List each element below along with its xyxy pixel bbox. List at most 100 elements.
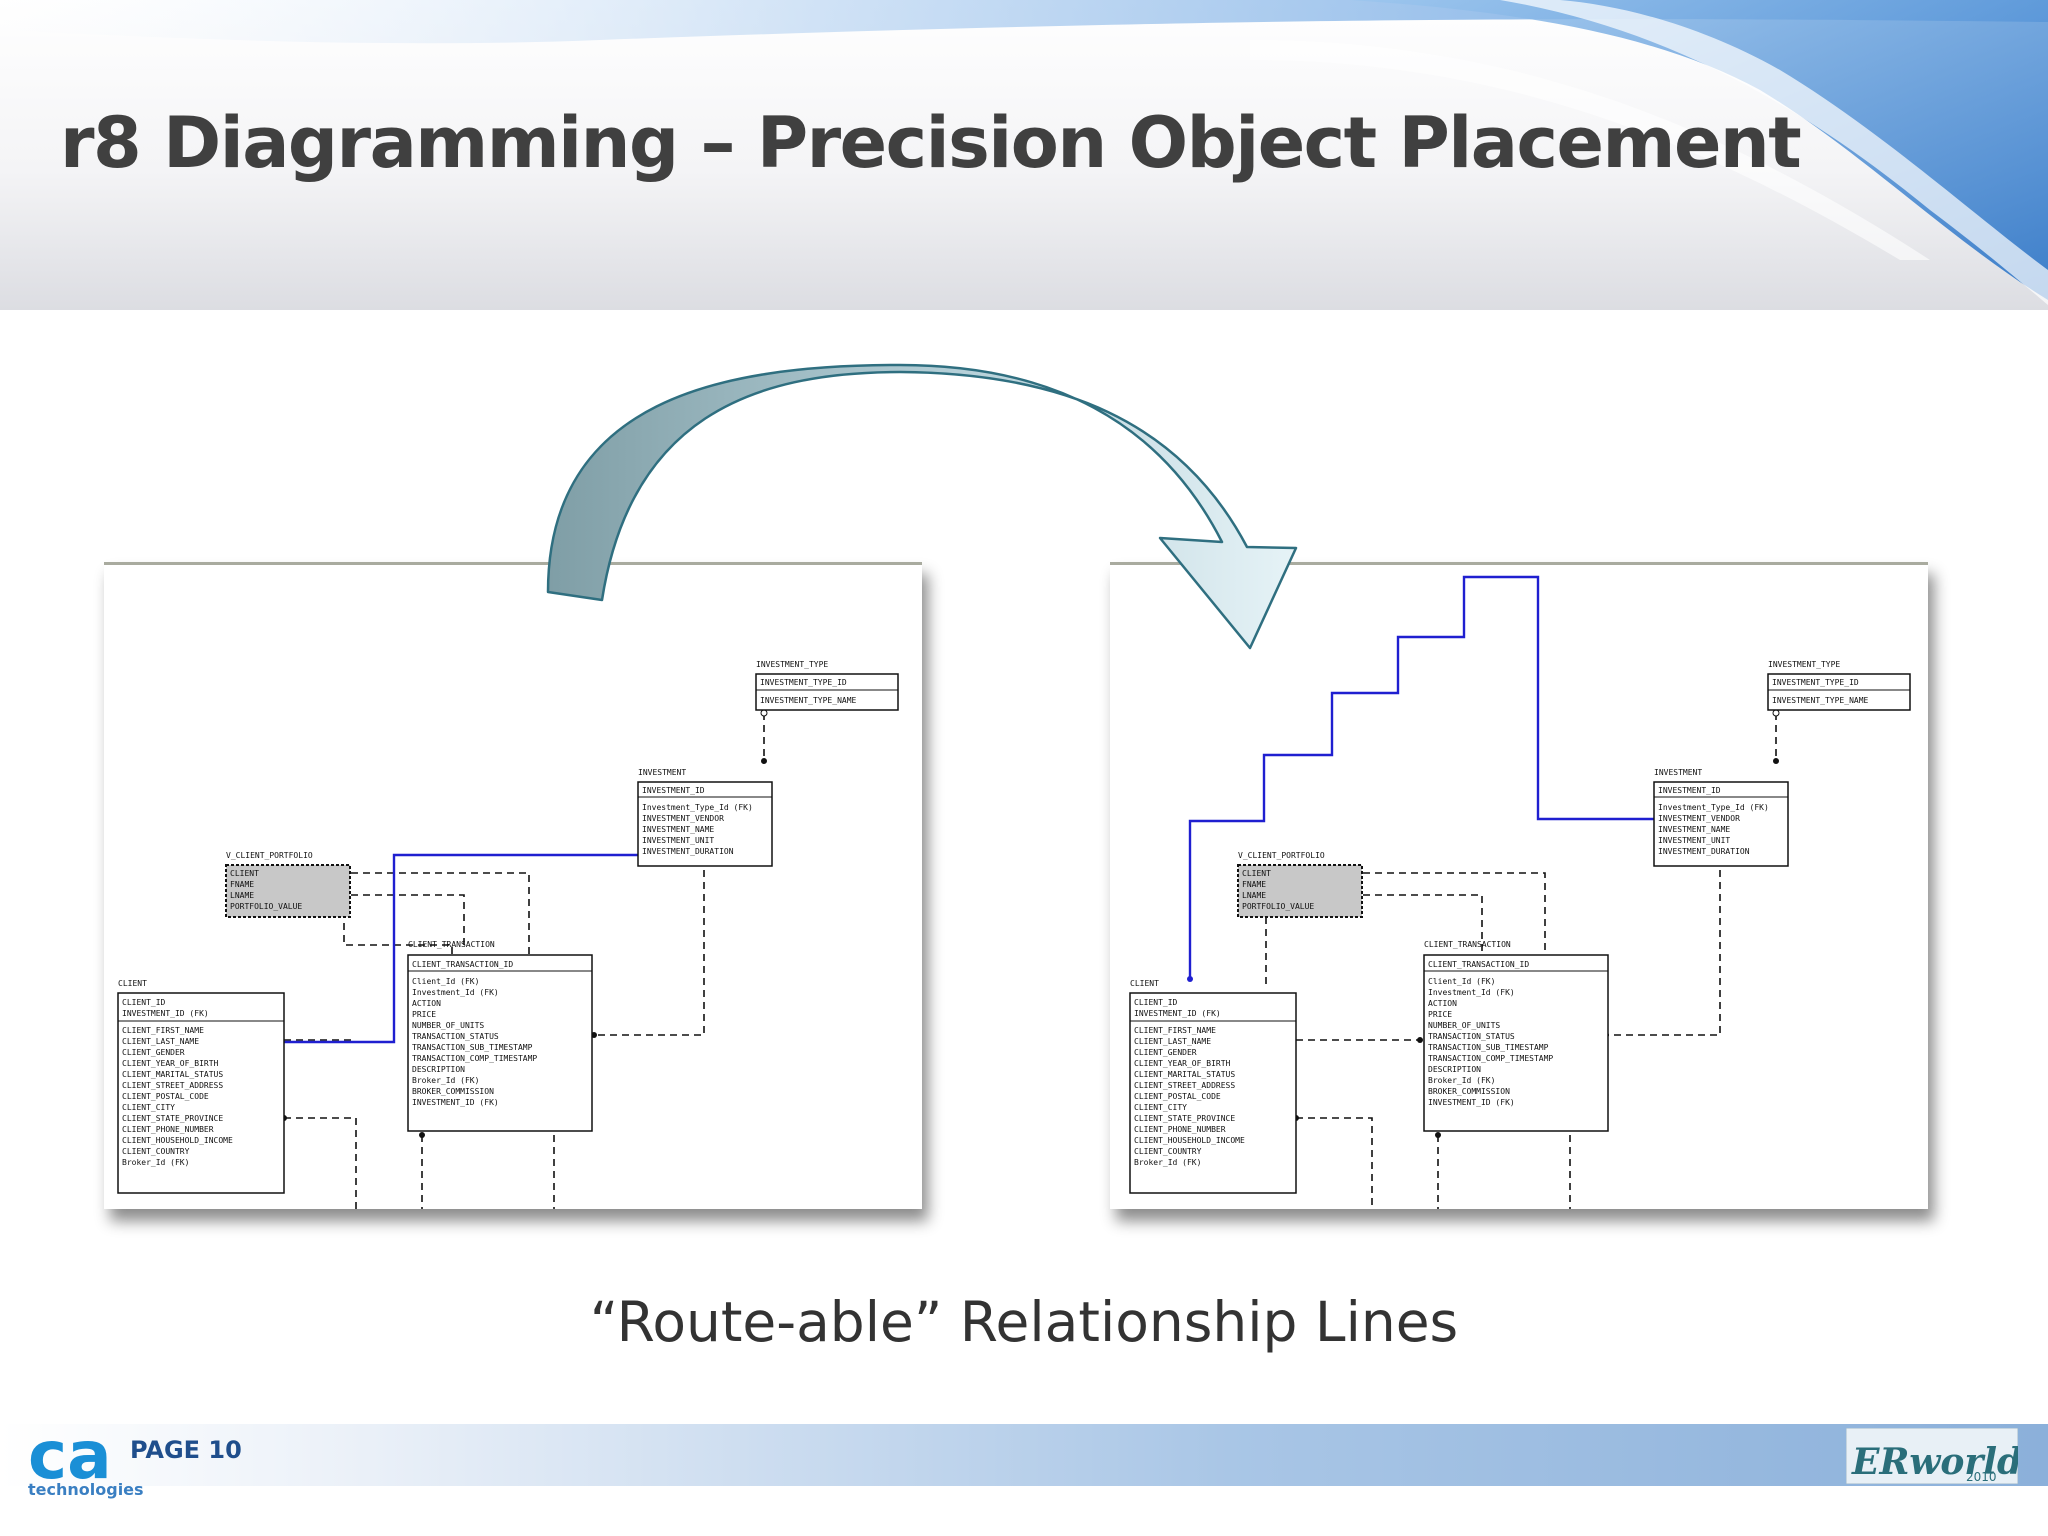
attr-view-line: FNAME (1242, 880, 1266, 889)
attr-view-line: FNAME (230, 880, 254, 889)
ca-logo-text: ca (28, 1420, 112, 1490)
attr-investment-line: INVESTMENT_UNIT (642, 836, 714, 845)
attr-ct-line: Investment_Id (FK) (1428, 988, 1515, 997)
attr-client-line: CLIENT_HOUSEHOLD_INCOME (122, 1136, 233, 1145)
attr-client-transaction-id: CLIENT_TRANSACTION_ID (412, 960, 513, 969)
attr-client-line: CLIENT_GENDER (1134, 1048, 1197, 1057)
attr-client-line: CLIENT_POSTAL_CODE (1134, 1092, 1221, 1101)
attr-client-key: CLIENT_ID (122, 998, 166, 1007)
attr-investment-type-name: INVESTMENT_TYPE_NAME (1772, 696, 1869, 705)
attr-ct-line: DESCRIPTION (1428, 1065, 1481, 1074)
attr-ct-line: Client_Id (FK) (1428, 977, 1495, 986)
entity-title-v-client-portfolio: V_CLIENT_PORTFOLIO (1238, 851, 1325, 860)
attr-client-line: Broker_Id (FK) (122, 1158, 189, 1167)
entity-title-investment-type: INVESTMENT_TYPE (756, 660, 828, 669)
attr-ct-line: ACTION (1428, 999, 1457, 1008)
page-number: PAGE 10 (130, 1436, 242, 1464)
attr-ct-line: PRICE (412, 1010, 436, 1019)
entity-title-investment-type: INVESTMENT_TYPE (1768, 660, 1840, 669)
attr-ct-line: NUMBER_OF_UNITS (1428, 1021, 1500, 1030)
attr-ct-line: TRANSACTION_COMP_TIMESTAMP (412, 1054, 537, 1063)
attr-client-line: CLIENT_CITY (122, 1103, 175, 1112)
attr-client-line: Broker_Id (FK) (1134, 1158, 1201, 1167)
attr-ct-line: Investment_Id (FK) (412, 988, 499, 997)
attr-view-line: CLIENT (230, 869, 259, 878)
entity-title-client-transaction: CLIENT_TRANSACTION (1424, 940, 1511, 949)
attr-ct-line: BROKER_COMMISSION (1428, 1087, 1510, 1096)
attr-investment-line: INVESTMENT_NAME (642, 825, 714, 834)
entity-title-investment: INVESTMENT (638, 768, 686, 777)
attr-investment-line: INVESTMENT_NAME (1658, 825, 1730, 834)
entity-title-investment: INVESTMENT (1654, 768, 1702, 777)
attr-client-line: CLIENT_GENDER (122, 1048, 185, 1057)
attr-investment-line: Investment_Type_Id (FK) (642, 803, 753, 812)
attr-ct-line: TRANSACTION_SUB_TIMESTAMP (1428, 1043, 1549, 1052)
attr-ct-line: Broker_Id (FK) (1428, 1076, 1495, 1085)
ca-logo-subtitle: technologies (28, 1480, 144, 1499)
attr-client-line: CLIENT_CITY (1134, 1103, 1187, 1112)
attr-client-line: CLIENT_MARITAL_STATUS (1134, 1070, 1235, 1079)
entity-title-client-transaction: CLIENT_TRANSACTION (408, 940, 495, 949)
attr-view-line: LNAME (230, 891, 254, 900)
attr-client-line: CLIENT_MARITAL_STATUS (122, 1070, 223, 1079)
attr-ct-line: Client_Id (FK) (412, 977, 479, 986)
attr-client-line: CLIENT_STATE_PROVINCE (1134, 1114, 1235, 1123)
attr-client-key: INVESTMENT_ID (FK) (1134, 1009, 1221, 1018)
attr-client-line: CLIENT_LAST_NAME (122, 1037, 199, 1046)
attr-investment-id: INVESTMENT_ID (642, 786, 705, 795)
attr-investment-line: INVESTMENT_DURATION (1658, 847, 1750, 856)
attr-client-line: CLIENT_FIRST_NAME (122, 1026, 204, 1035)
attr-investment-line: Investment_Type_Id (FK) (1658, 803, 1769, 812)
footer-bar (0, 1424, 2048, 1486)
attr-client-line: CLIENT_PHONE_NUMBER (1134, 1125, 1226, 1134)
entity-title-client: CLIENT (1130, 979, 1159, 988)
attr-view-line: PORTFOLIO_VALUE (1242, 902, 1314, 911)
attr-investment-line: INVESTMENT_VENDOR (1658, 814, 1740, 823)
attr-ct-line: Broker_Id (FK) (412, 1076, 479, 1085)
diagram-before-panel: INVESTMENT_TYPE INVESTMENT_TYPE_ID INVES… (104, 562, 922, 1209)
attr-ct-line: INVESTMENT_ID (FK) (412, 1098, 499, 1107)
diagram-after-panel: INVESTMENT_TYPE INVESTMENT_TYPE_ID INVES… (1110, 562, 1928, 1209)
attr-view-line: CLIENT (1242, 869, 1271, 878)
attr-client-line: CLIENT_COUNTRY (122, 1147, 190, 1156)
entity-title-v-client-portfolio: V_CLIENT_PORTFOLIO (226, 851, 313, 860)
attr-ct-line: NUMBER_OF_UNITS (412, 1021, 484, 1030)
attr-client-line: CLIENT_COUNTRY (1134, 1147, 1202, 1156)
attr-client-key: CLIENT_ID (1134, 998, 1178, 1007)
attr-ct-line: TRANSACTION_STATUS (412, 1032, 499, 1041)
attr-ct-line: TRANSACTION_STATUS (1428, 1032, 1515, 1041)
attr-investment-id: INVESTMENT_ID (1658, 786, 1721, 795)
attr-ct-line: PRICE (1428, 1010, 1452, 1019)
attr-investment-line: INVESTMENT_DURATION (642, 847, 734, 856)
attr-investment-type-id: INVESTMENT_TYPE_ID (1772, 678, 1859, 687)
diagram-before: INVESTMENT_TYPE INVESTMENT_TYPE_ID INVES… (117, 660, 899, 1209)
attr-investment-line: INVESTMENT_VENDOR (642, 814, 724, 823)
entity-title-client: CLIENT (118, 979, 147, 988)
attr-client-line: CLIENT_STREET_ADDRESS (122, 1081, 223, 1090)
attr-ct-line: ACTION (412, 999, 441, 1008)
erworld-logo: ERworld 2010 (1846, 1428, 2018, 1484)
erworld-logo-year: 2010 (1966, 1470, 1997, 1484)
attr-client-line: CLIENT_HOUSEHOLD_INCOME (1134, 1136, 1245, 1145)
attr-client-line: CLIENT_STATE_PROVINCE (122, 1114, 223, 1123)
attr-ct-line: TRANSACTION_COMP_TIMESTAMP (1428, 1054, 1553, 1063)
attr-ct-line: BROKER_COMMISSION (412, 1087, 494, 1096)
attr-ct-line: INVESTMENT_ID (FK) (1428, 1098, 1515, 1107)
attr-client-line: CLIENT_FIRST_NAME (1134, 1026, 1216, 1035)
ca-logo: ca (28, 1420, 112, 1490)
attr-investment-type-id: INVESTMENT_TYPE_ID (760, 678, 847, 687)
attr-investment-type-name: INVESTMENT_TYPE_NAME (760, 696, 857, 705)
attr-view-line: LNAME (1242, 891, 1266, 900)
attr-client-line: CLIENT_LAST_NAME (1134, 1037, 1211, 1046)
attr-client-transaction-id: CLIENT_TRANSACTION_ID (1428, 960, 1529, 969)
attr-client-line: CLIENT_YEAR_OF_BIRTH (122, 1059, 219, 1068)
attr-client-line: CLIENT_POSTAL_CODE (122, 1092, 209, 1101)
attr-client-line: CLIENT_YEAR_OF_BIRTH (1134, 1059, 1231, 1068)
header-banner (0, 0, 2048, 310)
attr-ct-line: TRANSACTION_SUB_TIMESTAMP (412, 1043, 533, 1052)
footer: ca technologies PAGE 10 ERworld 2010 (0, 1420, 2048, 1536)
attr-investment-line: INVESTMENT_UNIT (1658, 836, 1730, 845)
diagram-after: INVESTMENT_TYPE INVESTMENT_TYPE_ID INVES… (1129, 575, 1911, 1209)
attr-client-key: INVESTMENT_ID (FK) (122, 1009, 209, 1018)
